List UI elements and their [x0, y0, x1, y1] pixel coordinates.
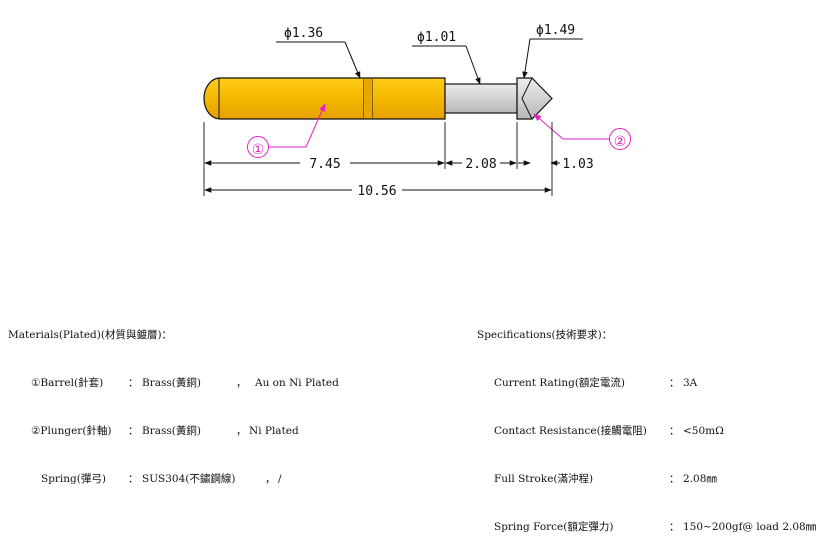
- barrel-part: [203, 77, 446, 120]
- svg-text:7.45: 7.45: [309, 157, 340, 172]
- spec-row: Full Stroke(滿沖程) ： 2.08㎜: [494, 473, 717, 485]
- callout-barrel: ①: [247, 103, 326, 158]
- material-part-name: Spring(彈弓): [41, 473, 106, 485]
- spec-row: Current Rating(額定電流) ： 3A: [494, 377, 698, 389]
- material-value: SUS304(不鏽鋼線): [142, 473, 236, 485]
- specifications-block: Specifications(技術要求)： Current Rating(額定電…: [477, 295, 816, 551]
- dimension-len-tip: 1.03: [518, 157, 594, 172]
- spec-row: Spring Force(額定彈力) ： 150~200gf@ load 2.0…: [494, 521, 817, 533]
- dimension-dia-barrel: ϕ1.36: [276, 26, 361, 79]
- spec-label: Current Rating(額定電流): [494, 377, 626, 389]
- spec-value: 150~200gf@ load 2.08㎜: [683, 521, 817, 533]
- materials-heading: Materials(Plated)(材質與鍍層)：: [8, 329, 173, 341]
- dimension-len-stroke: 2.08: [445, 157, 517, 172]
- material-part-name: ②Plunger(針軸): [31, 425, 112, 437]
- specifications-heading: Specifications(技術要求)：: [477, 329, 613, 341]
- materials-block: Materials(Plated)(材質與鍍層)： ①Barrel(針套) ： …: [8, 295, 339, 503]
- plating-value: Au on Ni Plated: [255, 377, 339, 389]
- material-part-name: ①Barrel(針套): [31, 377, 104, 389]
- plating-value: Ni Plated: [249, 425, 299, 437]
- probe-drawing: ϕ1.36 ϕ1.01 ϕ1.49 ① ② 7.45: [203, 23, 631, 199]
- svg-text:10.56: 10.56: [357, 184, 396, 199]
- callout-plunger: ②: [533, 113, 631, 150]
- dimension-len-total: 10.56: [204, 184, 552, 199]
- svg-text:②: ②: [614, 134, 627, 150]
- material-value: Brass(黃銅): [142, 377, 201, 389]
- svg-text:①: ①: [252, 142, 265, 158]
- svg-text:ϕ1.36: ϕ1.36: [284, 26, 323, 41]
- spec-label: Full Stroke(滿沖程): [494, 473, 594, 485]
- svg-text:1.03: 1.03: [562, 157, 593, 172]
- spec-value: 3A: [683, 377, 698, 389]
- spec-label: Spring Force(額定彈力): [494, 521, 614, 533]
- dimension-dia-plunger: ϕ1.01: [412, 30, 481, 85]
- spec-label: Contact Resistance(接觸電阻): [494, 425, 647, 437]
- spec-value: <50mΩ: [683, 425, 724, 437]
- materials-row: Spring(彈弓) ： SUS304(不鏽鋼線) ， /: [41, 473, 282, 485]
- plating-value: /: [278, 473, 282, 485]
- svg-text:ϕ1.49: ϕ1.49: [536, 23, 575, 38]
- plunger-part: [444, 77, 553, 120]
- svg-text:2.08: 2.08: [465, 157, 496, 172]
- dimension-dia-tip: ϕ1.49: [522, 23, 583, 79]
- spec-value: 2.08㎜: [683, 473, 717, 485]
- dimension-len-barrel: 7.45: [204, 157, 445, 172]
- svg-text:ϕ1.01: ϕ1.01: [417, 30, 456, 45]
- material-value: Brass(黃銅): [142, 425, 201, 437]
- materials-row: ②Plunger(針軸) ： Brass(黃銅) ， Ni Plated: [31, 425, 299, 437]
- spec-row: Contact Resistance(接觸電阻) ： <50mΩ: [494, 425, 724, 437]
- materials-row: ①Barrel(針套) ： Brass(黃銅) ， Au on Ni Plate…: [31, 377, 339, 389]
- extension-lines: [203, 122, 553, 196]
